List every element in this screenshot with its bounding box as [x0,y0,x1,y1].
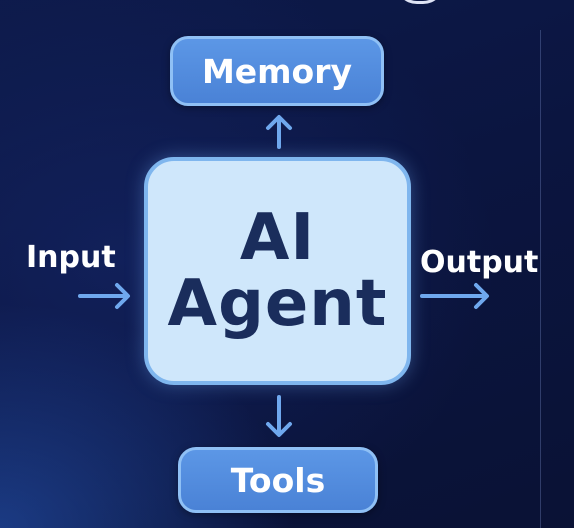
memory-box: Memory [170,36,384,106]
agent-title-line2: Agent [167,267,388,341]
output-arrow-icon [420,283,489,309]
ai-agent-box: AI Agent [144,157,411,385]
arrow-to-tools-icon [266,395,292,437]
input-label: Input [26,240,116,275]
tools-label: Tools [230,460,326,500]
output-label: Output [420,245,539,280]
memory-label: Memory [201,51,353,91]
input-arrow-icon [78,283,130,309]
tools-box: Tools [178,447,378,513]
agent-title-line1: AI [239,201,316,275]
vertical-divider [540,30,541,528]
arrow-to-memory-icon [266,115,292,149]
